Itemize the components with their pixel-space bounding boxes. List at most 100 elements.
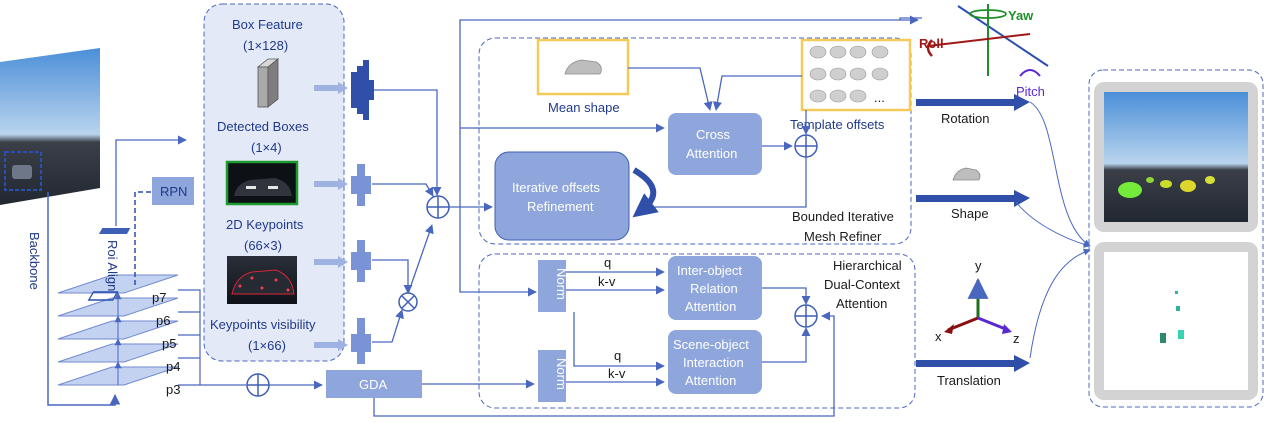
- detected-boxes-dim: (1×4): [251, 140, 282, 155]
- cross-attention-box: [668, 113, 762, 175]
- q-bottom: q: [614, 348, 621, 363]
- box-feature-dim: (1×128): [243, 38, 288, 53]
- result-bev: [1104, 252, 1248, 390]
- gda-box: [326, 370, 422, 398]
- dual-title-1: Hierarchical: [833, 258, 902, 273]
- template-ellipsis: ...: [874, 90, 885, 105]
- scene-label-1: Scene-object: [673, 337, 749, 352]
- output-thick-arrows: [916, 94, 1030, 372]
- pyramid-p4: p4: [166, 359, 180, 374]
- iterative-label-1: Iterative offsets: [512, 180, 600, 195]
- scene-label-3: Attention: [685, 373, 736, 388]
- box-feature-bar: [256, 58, 280, 108]
- iterative-refinement-box: [494, 151, 630, 241]
- gda-feedback: [373, 311, 835, 417]
- refiner-panel: [478, 37, 912, 245]
- pitch-label: Pitch: [1016, 84, 1045, 99]
- result-bev-cars: [1160, 291, 1184, 343]
- scene-to-sum: [762, 327, 811, 363]
- template-offsets-label: Template offsets: [790, 117, 885, 132]
- box-feature-title: Box Feature: [232, 17, 303, 32]
- mean-shape-car: [564, 59, 602, 75]
- output-curves: [1015, 101, 1091, 359]
- iterative-loop-arrow: [632, 167, 659, 218]
- kv-top: k-v: [598, 274, 616, 289]
- translation-label: Translation: [937, 373, 1001, 388]
- results-panel: [1088, 69, 1264, 408]
- rotation-label: Rotation: [941, 111, 989, 126]
- roi-to-detected: [115, 135, 187, 226]
- norm-label-top: Norm: [554, 268, 569, 300]
- norm-box-top: [538, 260, 566, 312]
- axis-z: z: [1013, 331, 1020, 346]
- scene-label-2: Interaction: [683, 355, 744, 370]
- keypoints-dim: (66×3): [244, 238, 282, 253]
- dual-title-3: Attention: [836, 296, 887, 311]
- roi-align-label: Roi Align: [105, 240, 120, 291]
- input-image: [0, 48, 100, 205]
- keypoints-image: [227, 256, 297, 304]
- mlp-block-visibility: [351, 318, 371, 364]
- template-to-cross: [712, 75, 802, 111]
- pyramid-p3: p3: [166, 382, 180, 397]
- mlp-block-box-feature: [351, 60, 374, 120]
- mlp-block-keypoints: [351, 240, 371, 282]
- inter-label-3: Attention: [685, 299, 736, 314]
- visibility-title: Keypoints visibility: [210, 317, 316, 332]
- refiner-title-2: Mesh Refiner: [804, 229, 882, 244]
- norm-label-bottom: Norm: [554, 358, 569, 390]
- result-image-cars: [1118, 176, 1215, 198]
- backbone-label: Backbone: [27, 232, 42, 290]
- mean-to-cross: [628, 67, 713, 111]
- rpn-dashed: [134, 191, 155, 285]
- feature-connectors: [372, 89, 442, 343]
- kv-bottom: k-v: [608, 366, 626, 381]
- rotation-axes: [926, 4, 1049, 77]
- axis-x: x: [935, 329, 942, 344]
- q-top: q: [604, 255, 611, 270]
- keypoints-title: 2D Keypoints: [226, 217, 304, 232]
- refiner-title-1: Bounded Iterative: [792, 209, 894, 224]
- rpn-label: RPN: [160, 184, 187, 199]
- pyramid-p7: p7: [152, 290, 166, 305]
- inter-label-2: Relation: [690, 281, 738, 296]
- iterative-label-2: Refinement: [527, 199, 594, 214]
- shape-car-icon: [952, 167, 981, 181]
- roll-label: Roll: [919, 36, 944, 51]
- visibility-dim: (1×66): [248, 338, 286, 353]
- multiply-node: [398, 292, 418, 312]
- detected-boxes-title: Detected Boxes: [217, 119, 309, 134]
- axis-y: y: [975, 258, 982, 273]
- mlp-block-detected: [351, 164, 371, 206]
- pyramid-connectors: [178, 289, 246, 386]
- pyramid-add-node: [246, 373, 270, 397]
- inter-object-box: [668, 256, 762, 320]
- combine-add-node: [426, 195, 450, 219]
- inter-label-1: Inter-object: [677, 263, 742, 278]
- pyramid-p5: p5: [162, 336, 176, 351]
- sum-to-iterative: [643, 157, 807, 212]
- backbone-arrow: [47, 192, 121, 406]
- cross-attention-label-1: Cross: [696, 127, 730, 142]
- cross-attention-label-2: Attention: [686, 146, 737, 161]
- shape-label: Shape: [951, 206, 989, 221]
- dual-attention-panel: [478, 253, 916, 409]
- roi-align-block: [98, 228, 131, 234]
- pyramid-p6: p6: [156, 313, 170, 328]
- mean-shape-label: Mean shape: [548, 100, 620, 115]
- detected-box-image: [225, 160, 299, 206]
- scene-object-box: [668, 330, 762, 394]
- feature-pyramid: [57, 274, 179, 386]
- panel-out-arrowheads: [338, 82, 348, 351]
- dual-add-node: [794, 304, 818, 328]
- template-cars: [809, 45, 889, 103]
- panel-out-arrows: [314, 85, 340, 348]
- translation-axes: [944, 277, 1012, 334]
- gda-label: GDA: [359, 377, 388, 392]
- result-image: [1104, 92, 1248, 222]
- norm-box-bottom: [538, 350, 566, 402]
- refiner-add-node: [794, 134, 818, 158]
- inter-to-sum: [762, 287, 811, 305]
